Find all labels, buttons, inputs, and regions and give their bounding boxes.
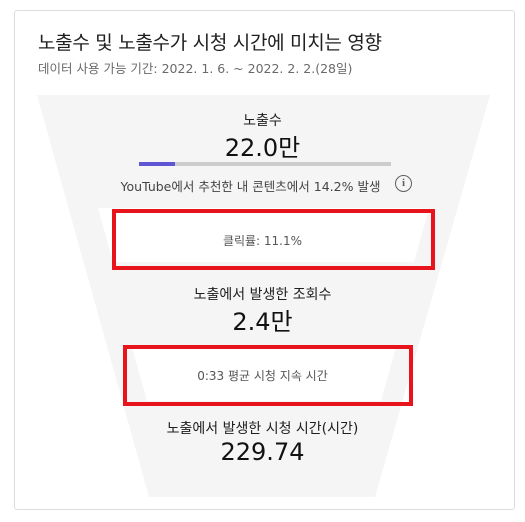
funnel-band-ctr (98, 208, 429, 262)
impressions-label: 노출수 (243, 113, 282, 129)
recommended-share-note: YouTube에서 추천한 내 콘텐츠에서 14.2% 발생 (120, 179, 381, 194)
recommended-share-bar (139, 162, 391, 166)
ctr-highlight-box (112, 209, 435, 270)
recommended-share-fill (139, 162, 175, 166)
card-title: 노출수 및 노출수가 시청 시간에 미치는 영향 (38, 32, 382, 54)
duration-highlight-box (123, 345, 413, 406)
avg-duration-label: 0:33 평균 시청 지속 시간 (197, 369, 328, 383)
funnel-band-duration (132, 347, 396, 401)
watch-time-label: 노출에서 발생한 시청 시간(시간) (166, 421, 359, 437)
impressions-value: 22.0만 (224, 134, 301, 162)
info-circle-icon[interactable]: i (395, 175, 412, 192)
ctr-label: 클릭률: 11.1% (222, 234, 303, 248)
views-label: 노출에서 발생한 조회수 (193, 287, 332, 303)
views-value: 2.4만 (232, 308, 293, 336)
date-range-subtitle: 데이터 사용 가능 기간: 2022. 1. 6. ~ 2022. 2. 2.(… (38, 61, 353, 76)
watch-time-value: 229.74 (220, 438, 305, 466)
